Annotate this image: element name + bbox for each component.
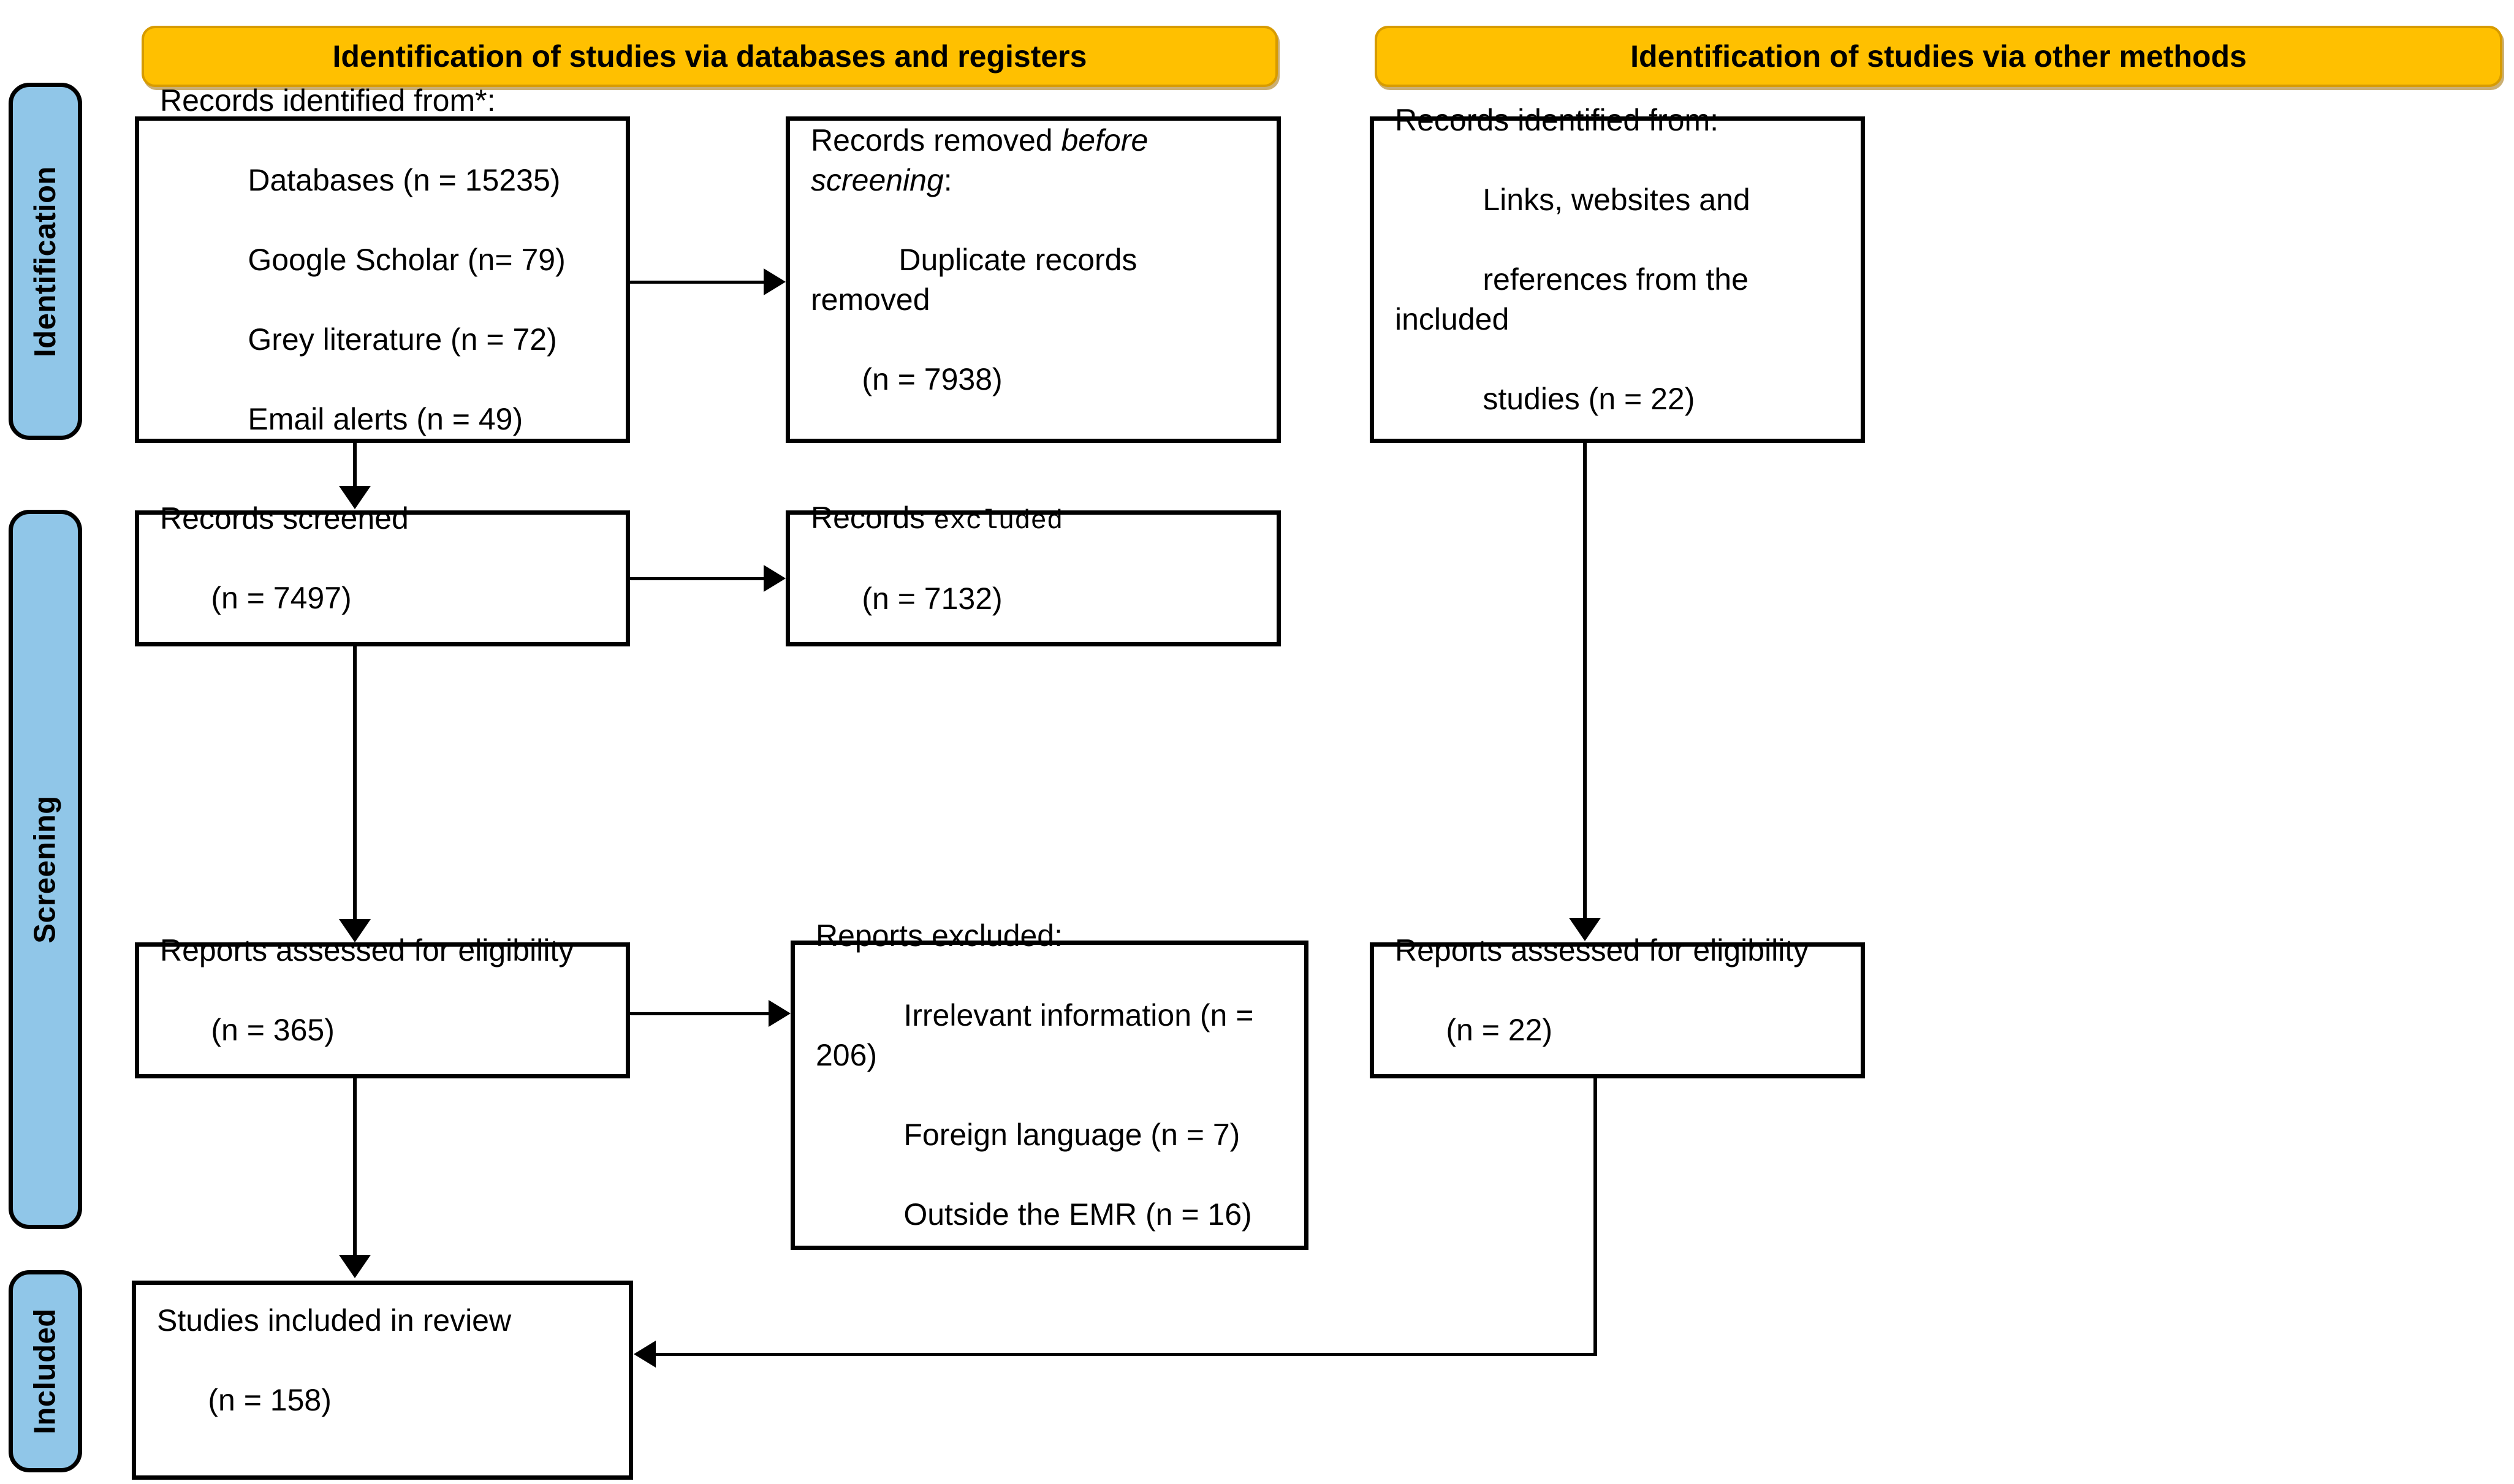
connector-identified-to-screened: [353, 443, 357, 487]
box-records-excluded: Records excluded (n = 7132): [786, 501, 1281, 646]
reports-excluded-text: Reports excluded: Irrelevant information…: [816, 916, 1283, 1274]
records-excluded-count: (n = 7132): [862, 581, 1003, 616]
records-removed-text: Records removed before screening: Duplic…: [811, 121, 1256, 439]
connector-identified-to-removed: [630, 281, 765, 284]
records-screened-heading: Records screened: [160, 501, 409, 536]
box-records-identified-from-other: Records identified from: Links, websites…: [1370, 103, 1865, 443]
stage-label-screening: Screening: [29, 795, 63, 944]
records-identified-from-text: Records identified from*: Databases (n =…: [160, 81, 566, 479]
records-identified-other-line-1: Links, websites and: [1483, 183, 1750, 217]
records-identified-other-line-2: references from the included: [1395, 262, 1757, 336]
box-reports-assessed-right: Reports assessed for eligibility (n = 22…: [1370, 933, 1865, 1078]
banner-label-other-methods: Identification of studies via other meth…: [1630, 39, 2247, 74]
banner-databases-registers: Identification of studies via databases …: [142, 26, 1278, 87]
records-removed-line-count: (n = 7938): [862, 362, 1003, 396]
banner-label-databases-registers: Identification of studies via databases …: [332, 39, 1087, 74]
arrowhead-assessed-to-included: [339, 1255, 371, 1278]
records-excluded-heading-mono: excluded: [933, 505, 1063, 537]
box-records-removed-before-screening: Records removed before screening: Duplic…: [786, 116, 1281, 443]
reports-assessed-right-text: Reports assessed for eligibility (n = 22…: [1395, 931, 1809, 1090]
stage-label-identification: Identification: [29, 165, 63, 357]
reports-excluded-heading: Reports excluded:: [816, 918, 1063, 953]
connector-assessed-to-reports-excluded: [630, 1012, 770, 1015]
arrowhead-assessed-to-reports-excluded: [769, 1000, 791, 1027]
arrowhead-screened-to-assessed: [339, 919, 371, 942]
records-identified-other-text: Records identified from: Links, websites…: [1395, 100, 1840, 459]
records-identified-line-grey-literature: Grey literature (n = 72): [248, 322, 557, 357]
records-removed-line-duplicates: Duplicate records removed: [811, 242, 1146, 317]
reports-excluded-line-outside-emr: Outside the EMR (n = 16): [903, 1197, 1252, 1232]
reports-assessed-right-heading: Reports assessed for eligibility: [1395, 933, 1809, 967]
connector-screened-to-excluded: [630, 577, 765, 580]
records-screened-count: (n = 7497): [211, 581, 352, 615]
records-excluded-heading-pre: Records: [811, 500, 934, 535]
stage-label-included: Included: [29, 1308, 62, 1434]
records-identified-line-google-scholar: Google Scholar (n= 79): [248, 242, 566, 277]
stage-pill-identification: Identification: [9, 83, 82, 440]
records-identified-line-databases: Databases (n = 15235): [248, 162, 561, 197]
arrowhead-identified-to-removed: [764, 268, 786, 295]
records-removed-heading-pre: Records removed: [811, 123, 1061, 157]
reports-assessed-left-text: Reports assessed for eligibility (n = 36…: [160, 931, 574, 1090]
connector-assessed-right-to-included: [656, 1353, 1597, 1356]
studies-included-count: (n = 158): [208, 1382, 332, 1417]
connector-assessed-to-included: [353, 1078, 357, 1256]
reports-assessed-right-count: (n = 22): [1446, 1013, 1553, 1047]
box-reports-assessed-left: Reports assessed for eligibility (n = 36…: [135, 933, 630, 1078]
records-identified-other-line-3: studies (n = 22): [1483, 382, 1695, 416]
records-identified-line-email-alerts: Email alerts (n = 49): [248, 401, 523, 436]
stage-pill-included: Included: [9, 1270, 82, 1472]
box-studies-included-in-review: Studies included in review (n = 158): [132, 1281, 633, 1480]
records-excluded-text: Records excluded (n = 7132): [811, 498, 1063, 659]
box-records-screened: Records screened (n = 7497): [135, 501, 630, 646]
reports-assessed-left-count: (n = 365): [211, 1013, 335, 1047]
studies-included-heading: Studies included in review: [157, 1303, 512, 1338]
records-removed-heading-post: :: [943, 162, 952, 197]
arrowhead-other-to-assessed-right: [1569, 918, 1601, 941]
reports-excluded-line-irrelevant: Irrelevant information (n = 206): [816, 998, 1263, 1072]
records-screened-text: Records screened (n = 7497): [160, 499, 409, 658]
box-reports-excluded: Reports excluded: Irrelevant information…: [791, 918, 1308, 1250]
studies-included-text: Studies included in review (n = 158): [157, 1301, 511, 1460]
records-removed-heading-emphasis: before screening: [811, 123, 1157, 197]
connector-assessed-right-down: [1593, 1078, 1597, 1355]
arrowhead-identified-to-screened: [339, 486, 371, 509]
stage-pill-screening: Screening: [9, 510, 82, 1229]
box-records-identified-from: Records identified from*: Databases (n =…: [135, 83, 630, 443]
records-identified-from-heading: Records identified from*:: [160, 83, 496, 118]
records-identified-other-heading: Records identified from:: [1395, 103, 1719, 137]
reports-excluded-line-foreign-language: Foreign language (n = 7): [903, 1118, 1240, 1152]
arrowhead-screened-to-excluded: [764, 565, 786, 592]
connector-screened-to-assessed: [353, 646, 357, 920]
arrowhead-assessed-right-to-included: [634, 1341, 656, 1368]
banner-other-methods: Identification of studies via other meth…: [1375, 26, 2502, 87]
connector-other-to-assessed-right: [1583, 443, 1587, 919]
